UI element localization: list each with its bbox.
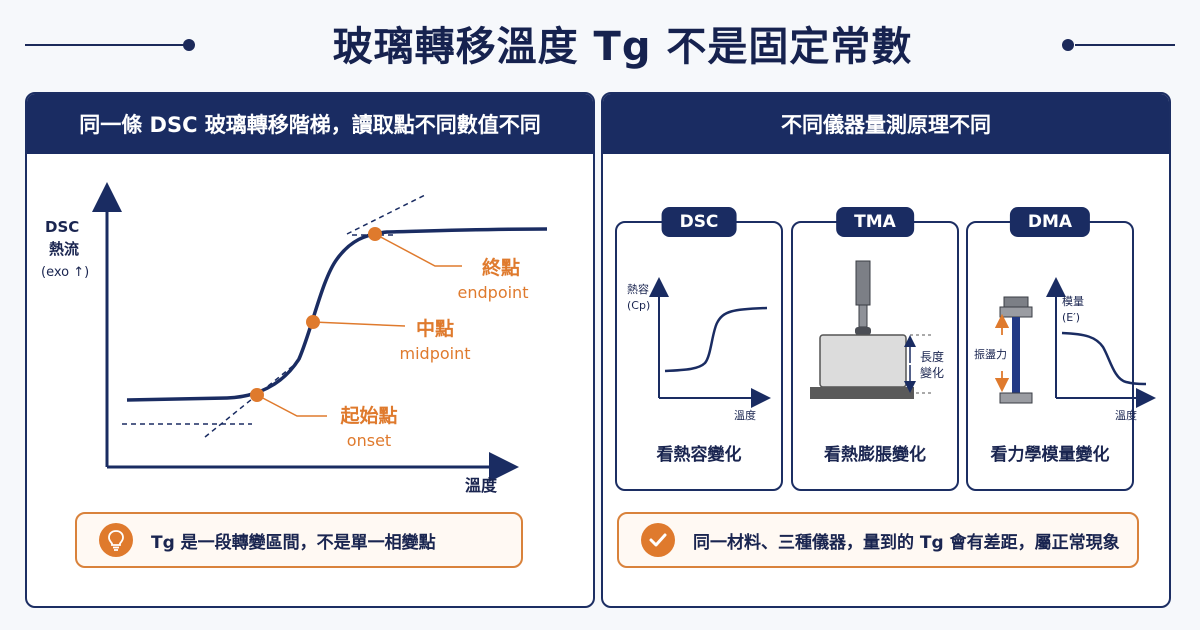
y-axis-label-1: DSC	[45, 218, 79, 236]
dsc-card: DSC 熱容 (Cp) 溫度 看熱容變化	[615, 207, 783, 491]
tma-side-label-1: 長度	[920, 349, 944, 364]
title-line-right	[1075, 44, 1175, 46]
left-note-box: Tg 是一段轉變區間，不是單一相變點	[75, 512, 523, 568]
endpoint-leader	[374, 233, 462, 267]
tma-side-label-2: 變化	[920, 365, 944, 380]
dsc-mini-chart: 熱容 (Cp) 溫度	[627, 277, 771, 422]
y-axis-label-2: 熱流	[49, 240, 79, 258]
endpoint-marker	[368, 227, 382, 241]
dsc-y-label-1: 熱容	[627, 282, 649, 296]
lightbulb-icon	[99, 523, 133, 557]
dma-y-label-1: 模量	[1062, 295, 1084, 308]
dma-badge: DMA	[1009, 207, 1091, 237]
dma-x-label: 溫度	[1115, 408, 1137, 422]
tma-card: TMA 長度 變化 看熱膨脹變化	[791, 207, 959, 491]
endpoint-label-en: endpoint	[458, 283, 529, 302]
onset-label-zh: 起始點	[339, 404, 397, 427]
y-axis-label-3: (exo ↑)	[41, 265, 89, 280]
dma-caption: 看力學模量變化	[990, 445, 1110, 465]
right-note-text: 同一材料、三種儀器，量到的 Tg 會有差距，屬正常現象	[693, 532, 1120, 553]
title-dot-left	[183, 39, 195, 51]
onset-marker	[250, 388, 264, 402]
dma-illustration: 振盪力 模量 (E′) 溫度	[974, 277, 1156, 422]
onset-leader	[256, 394, 327, 417]
dsc-step-curve	[126, 227, 548, 402]
onset-tangent	[204, 360, 300, 438]
title-line-left	[25, 44, 185, 46]
tma-caption: 看熱膨脹變化	[824, 445, 926, 465]
endpoint-tangent	[346, 193, 428, 235]
dsc-y-label-2: (Cp)	[627, 299, 650, 312]
midpoint-label-en: midpoint	[400, 344, 471, 363]
dma-card: DMA 振盪力 模量 (E′) 溫度 看力學模量變化	[966, 207, 1156, 491]
right-note-box: 同一材料、三種儀器，量到的 Tg 會有差距，屬正常現象	[617, 512, 1139, 568]
dsc-readout-panel: 同一條 DSC 玻璃轉移階梯，讀取點不同數值不同 DSC 熱流 (exo ↑) …	[25, 92, 595, 608]
midpoint-leader	[312, 321, 406, 327]
dsc-caption: 看熱容變化	[656, 445, 742, 465]
tma-badge: TMA	[836, 207, 914, 237]
dma-y-label-2: (E′)	[1062, 311, 1080, 324]
left-note-text: Tg 是一段轉變區間，不是單一相變點	[151, 532, 436, 553]
midpoint-marker	[306, 315, 320, 329]
onset-label-en: onset	[347, 431, 391, 450]
dma-force-label: 振盪力	[974, 347, 1007, 361]
page-title: 玻璃轉移溫度 Tg 不是固定常數	[332, 24, 913, 70]
instrument-panel: 不同儀器量測原理不同 DSC 熱容 (Cp) 溫度 看熱容變化 TMA	[601, 92, 1171, 608]
dsc-curve-diagram: DSC 熱流 (exo ↑) 溫度 終點 endpoint 中點 midpoin…	[41, 182, 548, 495]
x-axis-label: 溫度	[465, 476, 498, 495]
right-panel-header: 不同儀器量測原理不同	[603, 94, 1169, 154]
title-row: 玻璃轉移溫度 Tg 不是固定常數	[0, 0, 1200, 90]
title-dot-right	[1062, 39, 1074, 51]
left-panel-header: 同一條 DSC 玻璃轉移階梯，讀取點不同數值不同	[27, 94, 593, 154]
dsc-badge: DSC	[661, 207, 737, 237]
checkmark-icon	[641, 523, 675, 557]
tma-illustration: 長度 變化	[810, 260, 944, 399]
dsc-x-label: 溫度	[734, 408, 756, 422]
endpoint-label-zh: 終點	[482, 256, 520, 279]
midpoint-label-zh: 中點	[416, 317, 454, 340]
